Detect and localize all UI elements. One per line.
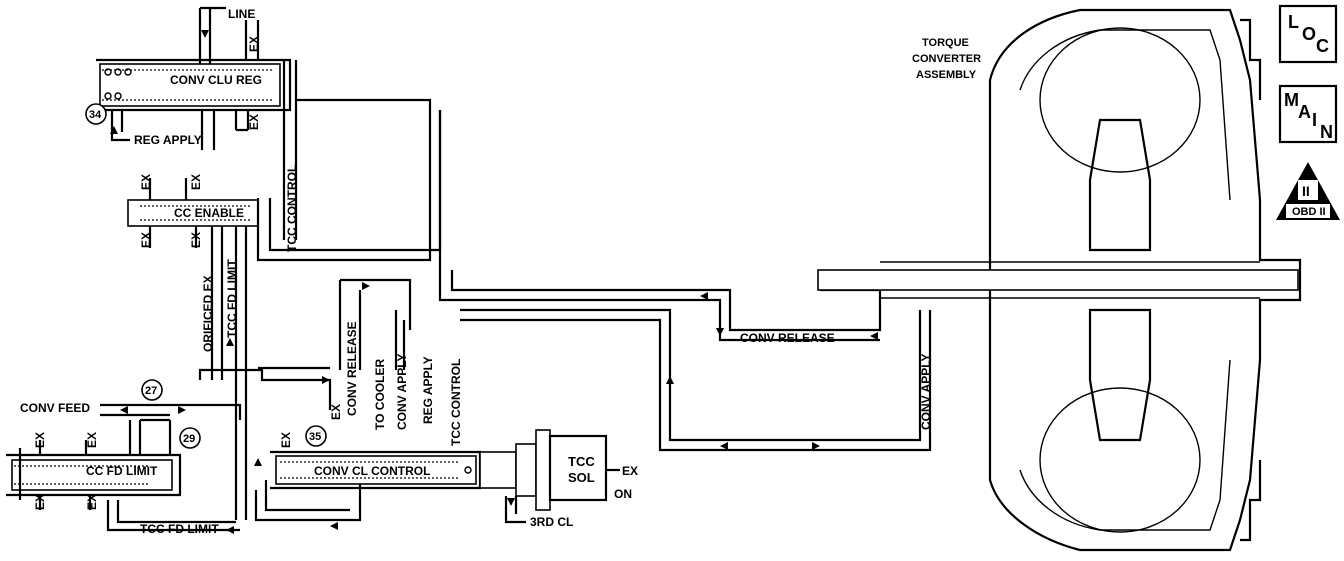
label-cc-enable: CC ENABLE <box>174 206 244 220</box>
label-reg-apply-vertical: REG APPLY <box>421 356 435 424</box>
label-orificed-ex: ORIFICED EX <box>201 275 215 352</box>
legend: L O C M A I N II OBD II <box>1276 4 1340 220</box>
main-letter-m: M <box>1284 90 1299 110</box>
label-tcc-control-vertical: TCC CONTROL <box>449 359 463 446</box>
label-ex-fd-3: EX <box>33 494 47 510</box>
label-ex-cc-1: EX <box>139 174 153 190</box>
label-torque: TORQUE <box>922 37 969 49</box>
loc-letter-o: O <box>1302 24 1316 44</box>
label-conv-apply-converter: CONV APPLY <box>919 354 933 430</box>
label-ex-cc-4: EX <box>189 232 203 248</box>
callout-29: 29 <box>183 433 195 445</box>
torque-converter <box>817 8 1302 552</box>
label-cc-fd-limit: CC FD LIMIT <box>86 464 158 478</box>
main-box <box>1278 84 1338 144</box>
loc-letter-l: L <box>1288 12 1299 32</box>
label-to-cooler: TO COOLER <box>373 359 387 430</box>
label-ex-35: EX <box>329 404 343 420</box>
callout-34: 34 <box>89 109 102 121</box>
label-tcc: TCC <box>568 454 595 469</box>
label-conv-release-vertical: CONV RELEASE <box>345 321 359 416</box>
main-letter-n: N <box>1320 122 1333 142</box>
label-converter: CONVERTER <box>912 53 981 65</box>
obd-numeral: II <box>1302 183 1310 199</box>
callouts: 34 27 29 35 <box>85 103 327 449</box>
label-conv-cl-control: CONV CL CONTROL <box>314 464 430 478</box>
label-tcc-fd-limit: TCC FD LIMIT <box>140 522 219 536</box>
label-assembly: ASSEMBLY <box>916 69 977 81</box>
main-letter-i: I <box>1312 110 1317 130</box>
label-reg-apply: REG APPLY <box>134 133 202 147</box>
conv-cl-control-valve <box>270 429 620 524</box>
callout-27: 27 <box>145 385 157 397</box>
loc-box <box>1278 4 1338 64</box>
label-sol: SOL <box>568 470 595 485</box>
label-ex-top: EX <box>247 36 261 52</box>
label-conv-release: CONV RELEASE <box>740 331 835 345</box>
passages <box>100 110 932 534</box>
label-3rd-cl: 3RD CL <box>530 515 573 529</box>
label-line: LINE <box>228 7 255 21</box>
label-ex-sol: EX <box>622 464 638 478</box>
label-on: ON <box>614 487 632 501</box>
main-letter-a: A <box>1298 102 1311 122</box>
label-conv-clu-reg: CONV CLU REG <box>170 73 262 87</box>
label-ex-cc-2: EX <box>189 174 203 190</box>
label-conv-feed: CONV FEED <box>20 401 90 415</box>
label-ex-fd-4: EX <box>85 494 99 510</box>
cc-fd-limit-valve <box>6 418 182 510</box>
labels: LINE EX CONV CLU REG EX REG APPLY TCC CO… <box>20 7 981 536</box>
callout-35: 35 <box>309 431 321 443</box>
label-ex-fd-1: EX <box>33 432 47 448</box>
conv-clu-reg-valve <box>96 6 298 240</box>
label-conv-apply-vertical: CONV APPLY <box>395 354 409 430</box>
label-ex-cc-3: EX <box>139 232 153 248</box>
label-tcc-control-top: TCC CONTROL <box>285 165 299 252</box>
cc-enable-valve <box>127 98 442 520</box>
loc-letter-c: C <box>1316 36 1329 56</box>
label-ex-clu-reg: EX <box>247 114 261 130</box>
obd-text: OBD II <box>1292 206 1326 218</box>
label-ex-fd-2: EX <box>85 432 99 448</box>
label-tcc-fd-limit-vertical: TCC FD LIMIT <box>225 259 239 338</box>
label-ex-conv-cl: EX <box>279 432 293 448</box>
